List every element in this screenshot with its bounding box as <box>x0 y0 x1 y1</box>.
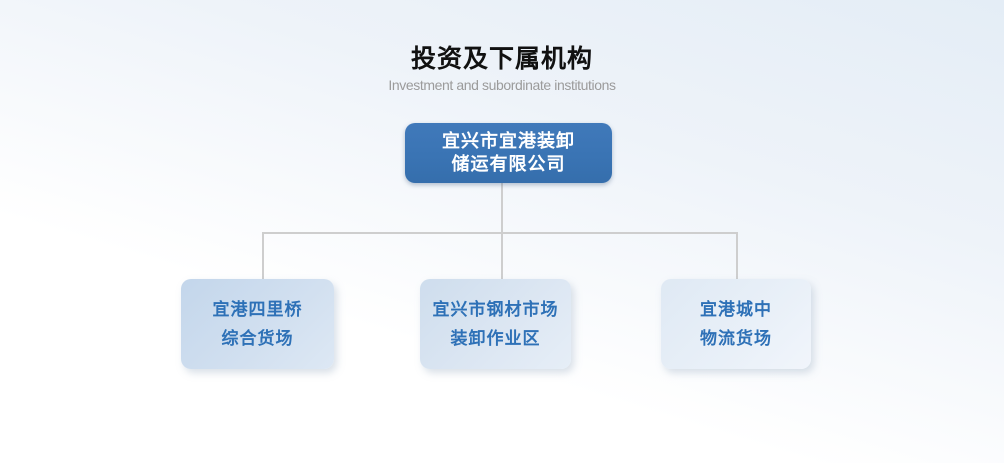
org-node-child-chengzhong-logistics: 宜港城中 物流货场 <box>661 279 811 369</box>
org-node-label-line2: 物流货场 <box>700 329 772 348</box>
org-node-child-steel-market-zone: 宜兴市钢材市场 装卸作业区 <box>420 279 571 369</box>
org-node-root: 宜兴市宜港装卸 储运有限公司 <box>405 123 612 183</box>
connector-drop-left <box>262 232 264 279</box>
connector-root-stem <box>501 183 503 233</box>
org-node-root-label-line2: 储运有限公司 <box>451 154 566 174</box>
page-title: 投资及下属机构 <box>410 45 593 73</box>
page-header: 投资及下属机构 Investment and subordinate insti… <box>0 44 1004 94</box>
connector-drop-right <box>736 232 738 279</box>
org-node-label-line1: 宜港四里桥 <box>212 300 303 319</box>
org-node-label-line1: 宜港城中 <box>700 300 772 319</box>
org-node-label-line2: 装卸作业区 <box>450 329 541 348</box>
connector-horizontal-bar <box>262 232 738 234</box>
org-node-label-line2: 综合货场 <box>221 329 294 348</box>
connector-drop-middle <box>501 232 503 279</box>
org-node-child-silriqiao-yard: 宜港四里桥 综合货场 <box>181 279 334 369</box>
org-node-label-line1: 宜兴市钢材市场 <box>432 300 559 319</box>
org-node-root-label-line1: 宜兴市宜港装卸 <box>442 131 575 151</box>
page-subtitle: Investment and subordinate institutions <box>388 77 616 93</box>
